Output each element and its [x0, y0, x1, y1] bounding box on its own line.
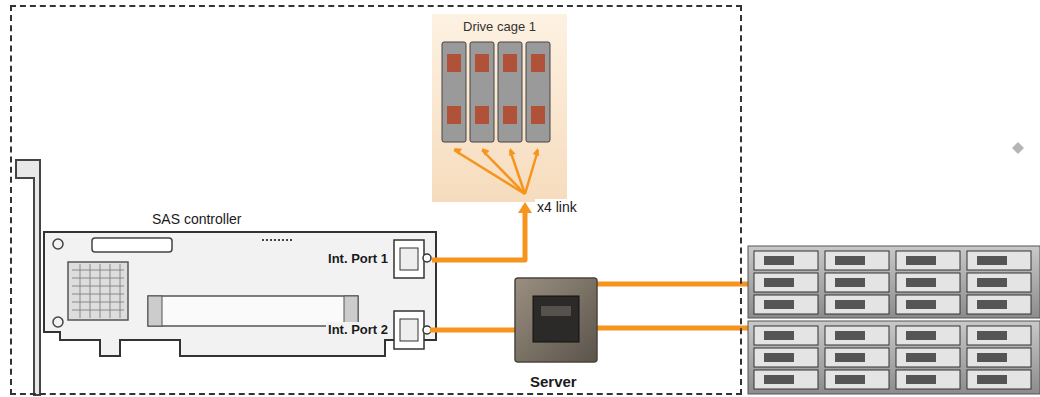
controller-card	[44, 232, 436, 356]
drive-bay	[825, 370, 889, 389]
node-label: Drive cage 1	[463, 19, 536, 34]
bay-handle	[906, 278, 936, 287]
node-label: SAS controller	[152, 211, 241, 227]
bay-handle	[977, 331, 1007, 340]
sas-link	[432, 202, 532, 260]
drive-bay	[896, 295, 960, 314]
diamond-mark	[1012, 142, 1024, 154]
bay-handle	[977, 375, 1007, 384]
disk-enclosures	[748, 246, 1040, 394]
drive-bay	[967, 251, 1031, 270]
bay-handle	[977, 300, 1007, 309]
bay-handle	[764, 375, 794, 384]
drive-bay	[825, 348, 889, 367]
bay-handle	[835, 300, 865, 309]
bay-handle	[835, 375, 865, 384]
port-label: Int. Port 1	[326, 251, 390, 266]
drive-bay	[967, 295, 1031, 314]
bay-handle	[977, 353, 1007, 362]
expander-chip	[515, 278, 597, 362]
drive-bay	[896, 348, 960, 367]
drive-bay	[825, 326, 889, 345]
bay-handle	[977, 256, 1007, 265]
node-label: Server	[530, 373, 577, 390]
bay-handle	[764, 300, 794, 309]
drive-bay	[825, 273, 889, 292]
port-label: Int. Port 2	[326, 322, 390, 337]
drive-cage: Drive cage 1	[432, 14, 567, 202]
drive-bay	[825, 251, 889, 270]
drive-bay	[896, 370, 960, 389]
bay-handle	[977, 278, 1007, 287]
bay-handle	[835, 353, 865, 362]
sas-controller: SAS controllerInt. Port 1 Int. Port 2	[42, 207, 432, 357]
bay-handle	[906, 353, 936, 362]
bay-handle	[764, 278, 794, 287]
drive-bay	[754, 348, 818, 367]
drive-bay	[825, 295, 889, 314]
bay-handle	[764, 331, 794, 340]
bay-handle	[835, 331, 865, 340]
drive-bay	[967, 370, 1031, 389]
drive-illustration	[432, 14, 567, 202]
bay-handle	[764, 256, 794, 265]
drive-bay	[896, 273, 960, 292]
bay-handle	[835, 256, 865, 265]
bay-handle	[906, 331, 936, 340]
bay-handle	[764, 353, 794, 362]
drive-bay	[754, 295, 818, 314]
pci-bracket	[16, 160, 40, 395]
drive-bay	[754, 370, 818, 389]
server-boundary: Server Drive cage 1 SAS controllerInt. Por…	[10, 5, 742, 395]
drive-bay	[896, 251, 960, 270]
bay-handle	[906, 375, 936, 384]
drive-bay	[967, 326, 1031, 345]
link-label: x4 link	[535, 199, 579, 215]
drive-bay	[754, 273, 818, 292]
drive-bay	[967, 273, 1031, 292]
bay-handle	[906, 256, 936, 265]
drive-bay	[754, 251, 818, 270]
drive-bay	[896, 326, 960, 345]
drive-bay	[967, 348, 1031, 367]
bay-handle	[906, 300, 936, 309]
bay-handle	[835, 278, 865, 287]
drive-bay	[754, 326, 818, 345]
